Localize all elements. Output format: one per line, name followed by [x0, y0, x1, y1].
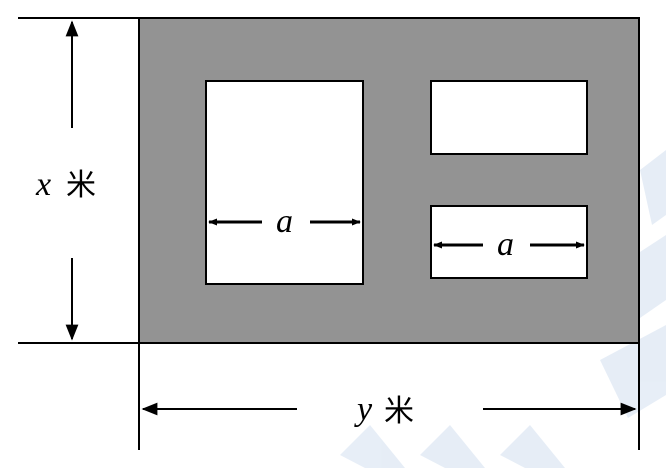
- y-variable-label: y: [354, 391, 373, 428]
- left-window: [205, 80, 364, 285]
- a-right-label: a: [497, 226, 514, 263]
- x-variable-label: x: [35, 166, 51, 203]
- y-unit-label: 米: [384, 394, 414, 429]
- watermark-chevrons: [340, 150, 666, 468]
- a-left-label: a: [276, 203, 293, 240]
- x-unit-label: 米: [66, 168, 96, 203]
- top-right-window: [430, 80, 588, 155]
- bottom-right-window: [430, 205, 588, 279]
